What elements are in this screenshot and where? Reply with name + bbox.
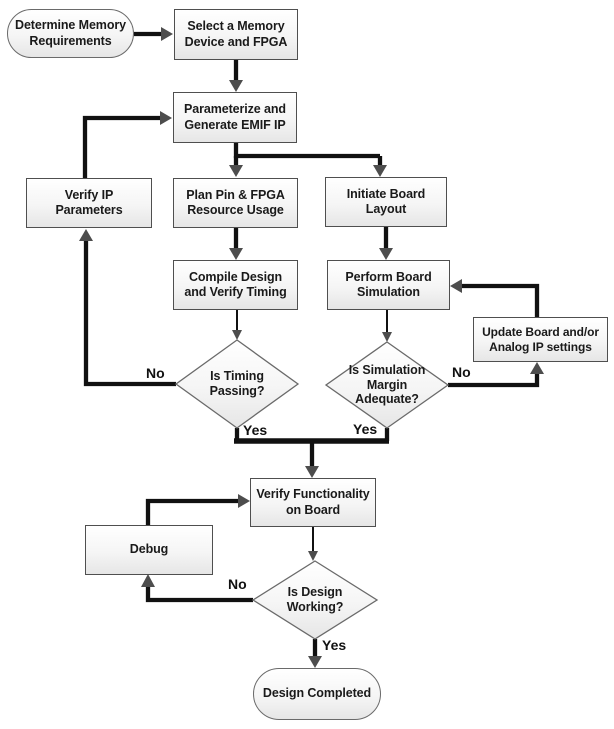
thick-connectors	[82, 31, 540, 658]
thin-connectors	[236, 310, 388, 552]
edge-label-design-no: No	[228, 576, 247, 592]
diamond-is-timing-passing	[174, 339, 300, 429]
node-plan-pin-fpga-resource-usage: Plan Pin & FPGA Resource Usage	[173, 178, 298, 228]
node-design-completed: Design Completed	[253, 668, 381, 720]
diamond-is-design-working	[251, 560, 379, 640]
node-select-memory-device: Select a Memory Device and FPGA	[174, 9, 298, 60]
node-debug: Debug	[85, 525, 213, 575]
node-parameterize-generate-emif-ip: Parameterize and Generate EMIF IP	[173, 92, 297, 143]
edge-label-design-yes: Yes	[322, 637, 347, 653]
node-initiate-board-layout: Initiate Board Layout	[325, 177, 447, 227]
node-verify-functionality-on-board: Verify Functionality on Board	[250, 478, 376, 527]
diamond-is-simulation-margin-adequate	[324, 341, 450, 429]
edge-label-simulation-no: No	[452, 364, 471, 380]
label-is-simulation-margin-adequate: Is Simulation Margin Adequate?	[348, 362, 426, 407]
node-verify-ip-parameters: Verify IP Parameters	[26, 178, 152, 228]
node-update-board-analog-ip: Update Board and/or Analog IP settings	[473, 317, 608, 362]
edge-label-simulation-yes: Yes	[353, 421, 378, 437]
edge-label-timing-yes: Yes	[243, 422, 268, 438]
node-determine-memory-requirements: Determine Memory Requirements	[7, 9, 134, 58]
edge-label-timing-no: No	[146, 365, 165, 381]
node-perform-board-simulation: Perform Board Simulation	[327, 260, 450, 310]
label-is-timing-passing: Is Timing Passing?	[209, 369, 265, 398]
node-compile-design-verify-timing: Compile Design and Verify Timing	[173, 260, 298, 310]
label-is-design-working: Is Design Working?	[286, 585, 344, 614]
arrowheads	[79, 27, 544, 668]
decision-diamonds	[174, 339, 450, 640]
